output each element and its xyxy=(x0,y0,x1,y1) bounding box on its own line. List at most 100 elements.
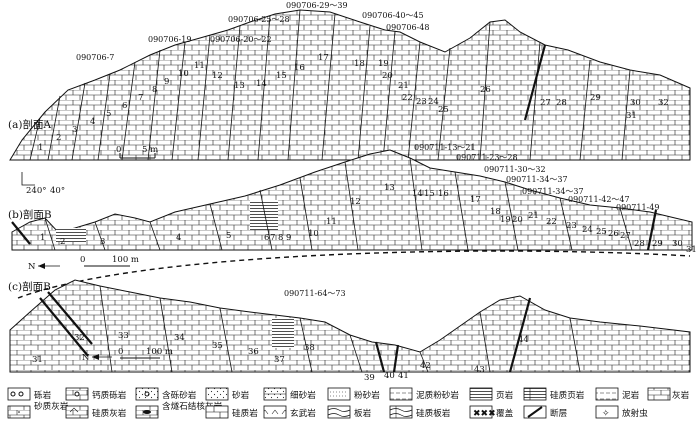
svg-text:40: 40 xyxy=(384,371,395,381)
svg-text:10: 10 xyxy=(178,69,189,79)
svg-text:4: 4 xyxy=(90,117,95,127)
svg-text:20: 20 xyxy=(382,71,393,81)
legend: 砾岩 钙质砾岩 含砾砂岩 砂岩 细砂岩 粉砂岩 泥质粉砂岩 xyxy=(7,387,690,419)
section-b: (b)剖面B N 0 100 m 090711-13～21 090711-23～… xyxy=(8,143,697,272)
svg-text:1: 1 xyxy=(40,233,45,243)
svg-text:28: 28 xyxy=(556,98,567,108)
svg-text:19: 19 xyxy=(378,59,389,69)
legend-label: 硅质板岩 xyxy=(416,407,451,419)
svg-text:29: 29 xyxy=(590,93,601,103)
svg-text:26: 26 xyxy=(608,229,619,239)
svg-text:2: 2 xyxy=(56,133,61,143)
legend-label: 放射虫 xyxy=(622,407,648,419)
sample-label: 090706-48 xyxy=(386,23,429,32)
legend-shale-icon xyxy=(469,387,493,401)
sample-label: 090706-20～22 xyxy=(210,35,272,44)
legend-label: 砂岩 xyxy=(232,389,250,401)
svg-text:13: 13 xyxy=(384,183,395,193)
section-c-fault xyxy=(374,341,386,373)
svg-text:3: 3 xyxy=(72,125,77,135)
sample-label: 090711-13～21 xyxy=(414,143,476,152)
svg-text:32: 32 xyxy=(74,333,85,343)
svg-text:35: 35 xyxy=(212,341,223,351)
svg-text:31: 31 xyxy=(686,245,697,255)
section-b-sample-labels: 090711-13～21 090711-23～28 090711-30～32 0… xyxy=(414,143,659,212)
section-a-orientation: 240° 40° xyxy=(21,172,65,196)
legend-label: 硅质页岩 xyxy=(550,389,585,401)
legend-muddy-siltstone-icon xyxy=(389,387,413,401)
section-a: (a)剖面A 0 5 m 240° 40° 090706-7 090706-19… xyxy=(8,1,691,196)
svg-text:36: 36 xyxy=(248,347,259,357)
legend-siliceous-shale-icon xyxy=(523,387,547,401)
legend-label: 页岩 xyxy=(496,389,514,401)
svg-text:23: 23 xyxy=(566,221,577,231)
legend-siliceous-rock-icon xyxy=(205,405,229,419)
section-a-label: (a)剖面A xyxy=(8,118,51,131)
legend-mudstone-icon xyxy=(595,387,619,401)
section-c-north-scale: N 0 100 m xyxy=(82,347,173,363)
sample-label: 090711-34～37 xyxy=(522,187,584,196)
sample-label: 090711-49 xyxy=(616,203,659,212)
north-arrow-label: N xyxy=(28,262,36,272)
svg-text:43: 43 xyxy=(474,365,485,375)
svg-text:22: 22 xyxy=(546,217,557,227)
legend-label: 砂质灰岩 xyxy=(34,400,69,412)
svg-text:6: 6 xyxy=(264,233,269,243)
svg-text:5 m: 5 m xyxy=(142,145,158,155)
section-c-bed-boundaries xyxy=(99,285,581,373)
svg-text:3: 3 xyxy=(100,237,105,247)
section-c-fault xyxy=(392,344,400,373)
legend-radiolarian-icon: ✧ xyxy=(595,405,619,419)
section-a-bed-boundaries xyxy=(29,9,631,161)
sample-label: 090706-19 xyxy=(148,35,191,44)
svg-text:8: 8 xyxy=(278,233,283,243)
section-a-fault xyxy=(523,44,547,121)
svg-text:32: 32 xyxy=(658,98,669,108)
section-c-label: (c)剖面B xyxy=(8,280,51,293)
svg-text:24: 24 xyxy=(582,225,593,235)
legend-label: 含砾砂岩 xyxy=(162,389,197,401)
svg-text:27: 27 xyxy=(620,231,631,241)
legend-siliceous-limestone-icon xyxy=(65,405,89,419)
section-c-fault xyxy=(39,297,89,357)
legend-label: 泥岩 xyxy=(622,389,640,401)
section-b-terrain xyxy=(11,149,693,251)
svg-text:25: 25 xyxy=(438,105,449,115)
svg-text:9: 9 xyxy=(164,77,169,87)
svg-text:11: 11 xyxy=(194,61,205,71)
section-c: (c)剖面B N 0 100 m 090711-64～73 31 32 33 3… xyxy=(8,279,691,383)
svg-text:40°: 40° xyxy=(50,186,65,196)
svg-text:19: 19 xyxy=(500,215,511,225)
svg-text:21: 21 xyxy=(528,211,539,221)
legend-label: 玄武岩 xyxy=(290,407,316,419)
legend-limestone-icon xyxy=(647,387,671,401)
svg-text:34: 34 xyxy=(174,333,185,343)
svg-text:29: 29 xyxy=(652,239,663,249)
section-a-terrain xyxy=(9,9,691,161)
svg-text:18: 18 xyxy=(354,59,365,69)
svg-text:15: 15 xyxy=(424,189,435,199)
legend-label: 覆盖 xyxy=(496,407,514,419)
section-b-bed-boundaries xyxy=(44,157,633,251)
svg-text:39: 39 xyxy=(364,373,375,383)
svg-text:240°: 240° xyxy=(26,186,46,196)
section-b-north-scale: N 0 100 m xyxy=(28,255,139,272)
legend-label: 砾岩 xyxy=(34,389,52,401)
svg-text:0: 0 xyxy=(116,145,121,155)
legend-pebbly-sandstone-icon xyxy=(135,387,159,401)
section-c-fault xyxy=(47,291,93,345)
svg-text:6: 6 xyxy=(122,101,127,111)
svg-text:28: 28 xyxy=(634,239,645,249)
svg-text:22: 22 xyxy=(402,93,413,103)
svg-text:25: 25 xyxy=(596,227,607,237)
legend-label: 板岩 xyxy=(354,407,372,419)
svg-text:5: 5 xyxy=(226,231,231,241)
section-b-label: (b)剖面B xyxy=(8,208,52,221)
sample-label: 090711-42～47 xyxy=(568,195,630,204)
legend-label: 钙质砾岩 xyxy=(92,389,127,401)
svg-text:30: 30 xyxy=(630,98,641,108)
svg-text:14: 14 xyxy=(256,79,267,89)
section-a-sample-labels: 090706-7 090706-19 090706-20～22 090706-2… xyxy=(76,1,429,62)
section-c-sample-labels: 090711-64～73 xyxy=(284,289,346,298)
